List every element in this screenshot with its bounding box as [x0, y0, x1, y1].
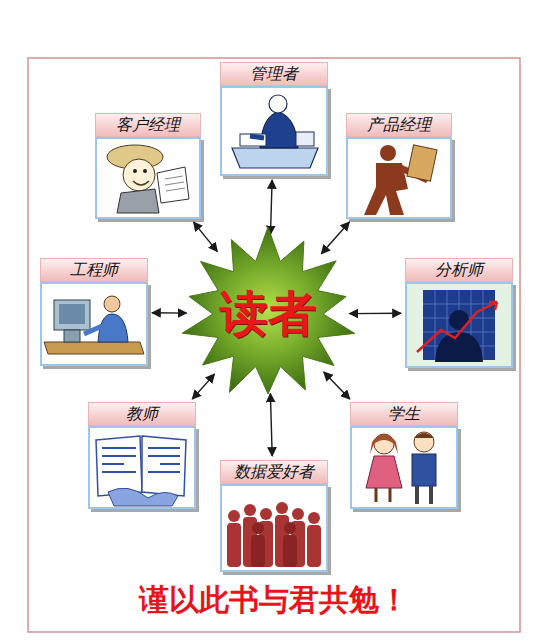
product-manager-node: 产品经理 — [346, 113, 452, 219]
caption: 谨以此书与君共勉！ — [139, 582, 409, 617]
account-manager-node: 客户经理 — [95, 113, 201, 219]
picture-frame — [220, 86, 328, 176]
title-tab: 分析师 — [405, 258, 513, 282]
teacher-node: 教师 — [88, 402, 196, 509]
double-arrow — [349, 313, 401, 315]
analyst-node: 分析师 — [405, 258, 513, 368]
students-clipart — [366, 432, 436, 504]
center-label: 读者 — [220, 282, 316, 346]
title-tab: 工程师 — [40, 258, 148, 282]
picture-frame — [405, 282, 513, 368]
data-fan-node: 数据爱好者 — [220, 460, 328, 572]
role-label: 管理者 — [250, 64, 298, 85]
role-label: 客户经理 — [116, 115, 180, 136]
role-label: 工程师 — [70, 260, 118, 281]
title-tab: 产品经理 — [346, 113, 452, 137]
picture-frame — [220, 484, 328, 572]
role-label: 数据爱好者 — [234, 462, 314, 483]
double-arrow — [271, 180, 273, 234]
double-arrow — [152, 312, 187, 314]
title-tab: 学生 — [350, 402, 458, 426]
caption-holder: 谨以此书与君共勉！ — [28, 580, 520, 621]
starburst-outline — [182, 227, 355, 394]
title-tab: 管理者 — [220, 62, 328, 86]
picture-frame — [95, 137, 201, 219]
role-label: 产品经理 — [367, 115, 431, 136]
role-label: 教师 — [126, 404, 158, 425]
product-manager-clipart — [364, 145, 437, 215]
picture-frame — [346, 137, 452, 219]
student-node: 学生 — [350, 402, 458, 509]
title-tab: 教师 — [88, 402, 196, 426]
double-arrow — [192, 374, 214, 399]
outer-frame — [28, 58, 520, 632]
manager-node: 管理者 — [220, 62, 328, 176]
picture-frame — [350, 426, 458, 509]
picture-frame — [88, 426, 196, 509]
crowd-clipart — [227, 502, 321, 567]
double-arrow — [270, 394, 272, 456]
double-arrow — [324, 372, 350, 399]
double-arrow — [194, 222, 218, 252]
manager-clipart — [232, 95, 318, 168]
engineer-clipart — [44, 296, 144, 354]
engineer-node: 工程师 — [40, 258, 148, 366]
reader-starburst: 读者 — [178, 226, 358, 402]
title-tab: 客户经理 — [95, 113, 201, 137]
picture-frame — [40, 282, 148, 366]
double-arrow — [321, 222, 349, 254]
account-manager-clipart — [107, 145, 189, 213]
label-holder: 读者 — [178, 226, 358, 402]
role-label: 学生 — [388, 404, 420, 425]
teacher-clipart — [96, 436, 186, 506]
role-label: 分析师 — [435, 260, 483, 281]
title-tab: 数据爱好者 — [220, 460, 328, 484]
analyst-clipart — [407, 284, 511, 366]
picture-grounds — [40, 86, 516, 575]
